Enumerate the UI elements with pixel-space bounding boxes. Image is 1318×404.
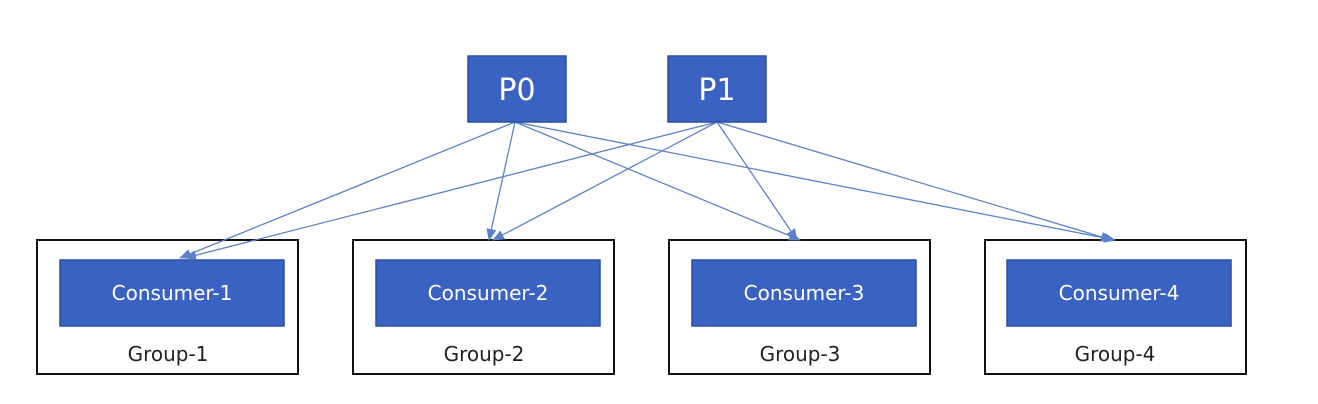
edges xyxy=(179,121,1116,261)
edge-p0-consumer-4 xyxy=(514,121,1116,243)
group-1-label: Group-1 xyxy=(128,342,209,366)
group-4: Consumer-4 Group-4 xyxy=(984,239,1247,375)
edge-p0-consumer-2 xyxy=(486,121,516,241)
edge-p0-consumer-1 xyxy=(179,121,516,259)
edge-p1-consumer-2 xyxy=(492,121,718,241)
edge-p1-consumer-1 xyxy=(184,121,718,261)
group-2-label: Group-2 xyxy=(444,342,525,366)
edge-p1-consumer-4 xyxy=(716,121,1113,242)
consumer-4-label: Consumer-4 xyxy=(1059,281,1180,305)
consumer-3-label: Consumer-3 xyxy=(744,281,865,305)
partition-p0-node[interactable] xyxy=(467,55,567,123)
consumer-1-label: Consumer-1 xyxy=(112,281,233,305)
partition-p1-label: P1 xyxy=(698,73,735,108)
consumer-1-node[interactable] xyxy=(59,259,285,327)
group-3: Consumer-3 Group-3 xyxy=(668,239,931,375)
consumer-2-label: Consumer-2 xyxy=(428,281,549,305)
group-4-label: Group-4 xyxy=(1075,342,1156,366)
group-2: Consumer-2 Group-2 xyxy=(352,239,615,375)
consumer-2-node[interactable] xyxy=(375,259,601,327)
consumer-4-node[interactable] xyxy=(1006,259,1232,327)
group-1: Consumer-1 Group-1 xyxy=(36,239,299,375)
edge-p0-consumer-3 xyxy=(514,121,801,241)
consumer-3-node[interactable] xyxy=(691,259,917,327)
partition-p0[interactable]: P0 xyxy=(467,55,567,123)
partition-p1[interactable]: P1 xyxy=(667,55,767,123)
partition-p0-label: P0 xyxy=(498,73,535,108)
edge-p1-consumer-3 xyxy=(716,121,798,241)
partition-p1-node[interactable] xyxy=(667,55,767,123)
group-3-label: Group-3 xyxy=(760,342,841,366)
